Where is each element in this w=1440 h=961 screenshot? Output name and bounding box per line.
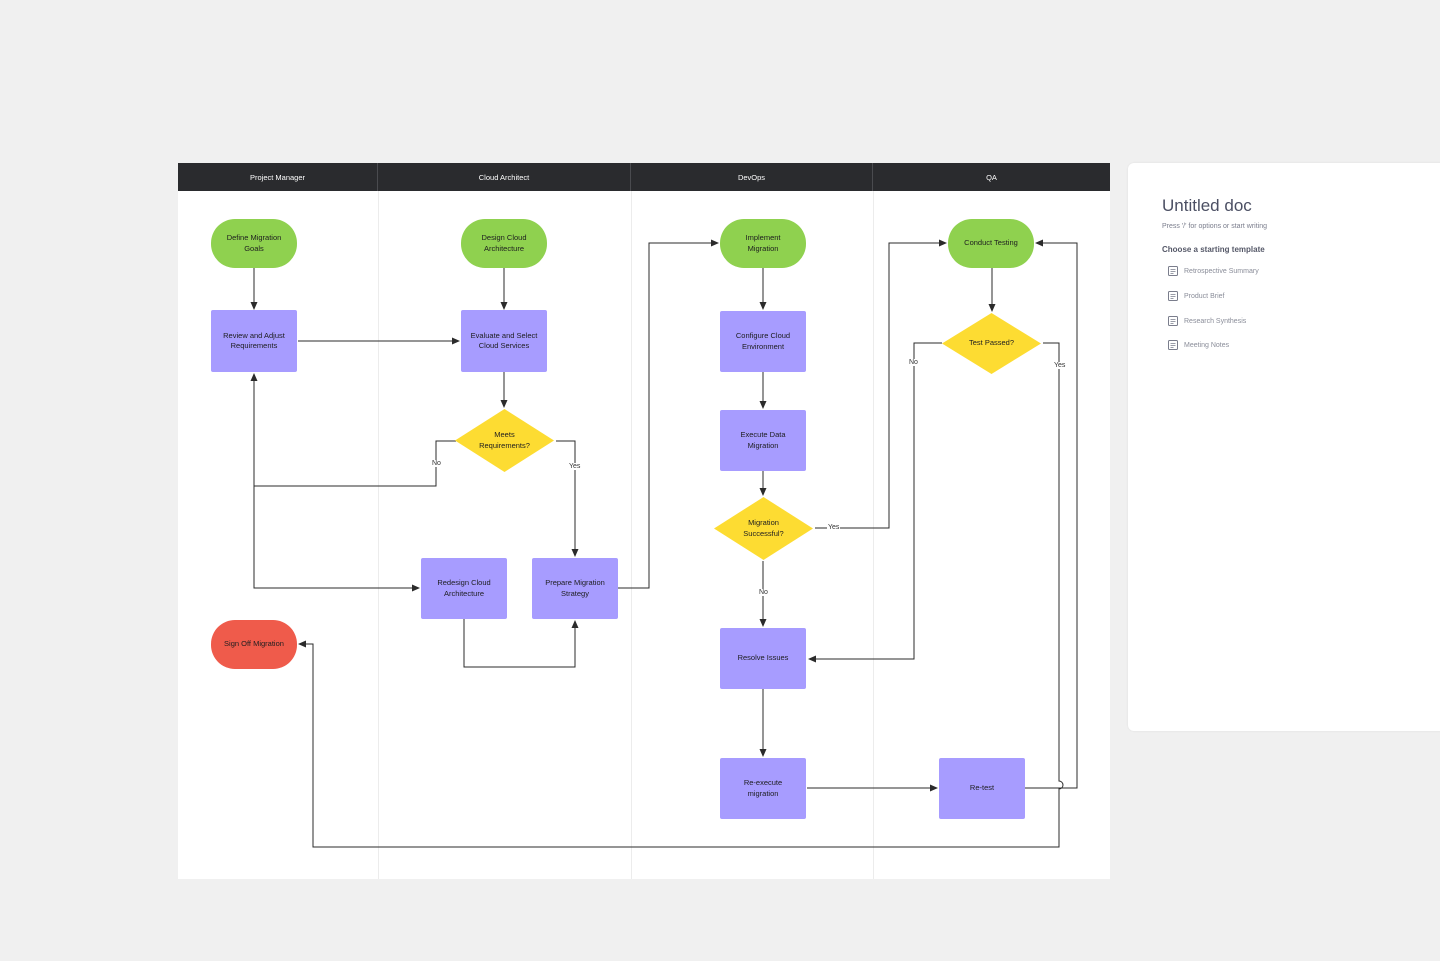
template-research-synthesis[interactable]: Research Synthesis xyxy=(1168,316,1246,326)
connector xyxy=(1025,239,1078,789)
decision-diamond xyxy=(714,497,813,560)
node-conduct-testing[interactable]: Conduct Testing xyxy=(948,219,1034,268)
lane-header-cloud-architect: Cloud Architect xyxy=(378,163,631,191)
edge-label-no: No xyxy=(908,359,919,366)
node-design-cloud-architecture[interactable]: Design Cloud Architecture xyxy=(461,219,547,268)
decision-diamond xyxy=(942,313,1041,374)
node-re-execute-migration[interactable]: Re-execute migration xyxy=(720,758,806,819)
document-icon xyxy=(1168,340,1178,350)
connector xyxy=(618,239,719,589)
lane-header-qa: QA xyxy=(873,163,1110,191)
document-icon xyxy=(1168,291,1178,301)
node-re-test[interactable]: Re-test xyxy=(939,758,1025,819)
decision-label: Test Passed? xyxy=(968,338,1015,348)
node-define-migration-goals[interactable]: Define Migration Goals xyxy=(211,219,297,268)
connector xyxy=(463,619,579,668)
connector xyxy=(253,486,420,592)
edge-label-no: No xyxy=(758,589,769,596)
doc-hint: Press '/' for options or start writing xyxy=(1162,223,1267,230)
node-migration-successful-decision[interactable]: Migration Successful? xyxy=(713,496,814,561)
templates-heading: Choose a starting template xyxy=(1162,245,1265,254)
document-icon xyxy=(1168,266,1178,276)
edge-label-yes: Yes xyxy=(568,463,582,470)
node-evaluate-select-services[interactable]: Evaluate and Select Cloud Services xyxy=(461,310,547,372)
connector xyxy=(298,342,1064,848)
lane-divider xyxy=(631,191,632,879)
edge-label-no: No xyxy=(431,460,442,467)
template-retrospective-summary[interactable]: Retrospective Summary xyxy=(1168,266,1259,276)
doc-title[interactable]: Untitled doc xyxy=(1162,196,1252,215)
connector xyxy=(250,373,456,487)
template-product-brief[interactable]: Product Brief xyxy=(1168,291,1224,301)
edge-label-yes: Yes xyxy=(827,524,841,531)
node-test-passed-decision[interactable]: Test Passed? xyxy=(941,312,1042,375)
template-label: Research Synthesis xyxy=(1184,317,1247,325)
node-review-adjust-requirements[interactable]: Review and Adjust Requirements xyxy=(211,310,297,372)
template-label: Retrospective Summary xyxy=(1184,267,1259,275)
doc-panel[interactable]: Untitled doc Press '/' for options or st… xyxy=(1128,163,1440,731)
decision-label: Migration Successful? xyxy=(743,518,784,538)
decision-diamond xyxy=(455,409,554,472)
node-prepare-migration-strategy[interactable]: Prepare Migration Strategy xyxy=(532,558,618,619)
lane-divider xyxy=(873,191,874,879)
connector xyxy=(556,440,579,557)
connector xyxy=(808,342,942,663)
document-icon xyxy=(1168,316,1178,326)
lane-header-devops: DevOps xyxy=(631,163,873,191)
edge-label-yes: Yes xyxy=(1053,362,1067,369)
lane-divider xyxy=(378,191,379,879)
swimlane-board[interactable]: Project Manager Cloud Architect DevOps Q… xyxy=(178,163,1110,879)
node-configure-cloud-environment[interactable]: Configure Cloud Environment xyxy=(720,311,806,372)
node-redesign-cloud-architecture[interactable]: Redesign Cloud Architecture xyxy=(421,558,507,619)
template-label: Meeting Notes xyxy=(1184,341,1230,349)
node-implement-migration[interactable]: Implement Migration xyxy=(720,219,806,268)
connector xyxy=(815,239,947,529)
template-meeting-notes[interactable]: Meeting Notes xyxy=(1168,340,1229,350)
decision-label: Meets Requirements? xyxy=(479,430,530,450)
lane-header-project-manager: Project Manager xyxy=(178,163,378,191)
node-resolve-issues[interactable]: Resolve Issues xyxy=(720,628,806,689)
template-label: Product Brief xyxy=(1184,292,1225,300)
node-meets-requirements-decision[interactable]: Meets Requirements? xyxy=(454,408,555,473)
node-sign-off-migration[interactable]: Sign Off Migration xyxy=(211,620,297,669)
node-execute-data-migration[interactable]: Execute Data Migration xyxy=(720,410,806,471)
